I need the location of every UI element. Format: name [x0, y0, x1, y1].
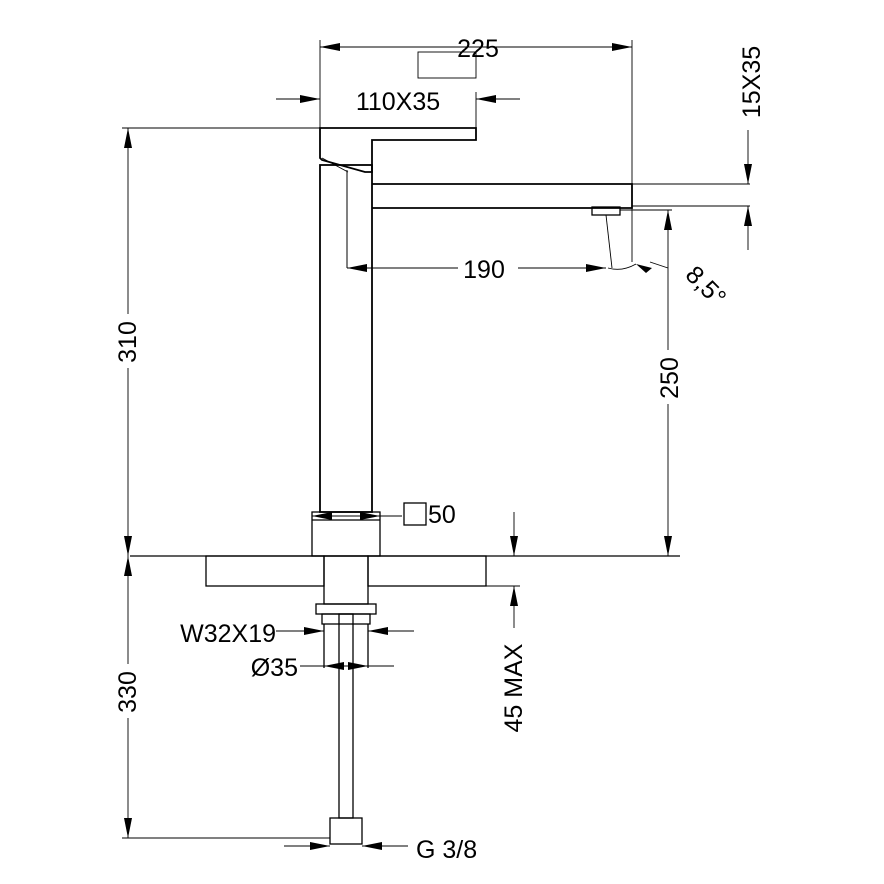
flexible-hose: [338, 613, 354, 819]
label-base-square: 50: [428, 501, 456, 529]
faucet-column: [319, 164, 373, 513]
square-symbol: [403, 502, 427, 526]
label-overall-width: 225: [457, 35, 499, 63]
label-hose-connection: G 3/8: [416, 836, 477, 864]
faucet-base: [311, 511, 381, 557]
label-hose-length: 330: [114, 671, 142, 713]
dimension-lines: [122, 40, 752, 850]
label-spout-section: 15X35: [738, 46, 766, 118]
faucet-spout: [372, 183, 633, 209]
faucet-body: [311, 127, 633, 557]
label-tail-diameter: Ø35: [251, 654, 298, 682]
fixing-tail: [315, 555, 377, 845]
faucet-handle: [319, 127, 477, 173]
label-total-height: 310: [114, 321, 142, 363]
label-tail-thread: W32X19: [180, 620, 276, 648]
label-spout-reach: 190: [463, 256, 505, 284]
deck-section: [130, 555, 680, 587]
hose-connector: [329, 817, 363, 845]
label-spout-height: 250: [656, 357, 684, 399]
label-max-deck: 45 MAX: [500, 643, 528, 732]
label-spout-angle: 8,5°: [680, 261, 731, 312]
fixing-nut: [315, 603, 377, 615]
label-handle-size: 110X35: [356, 88, 440, 116]
